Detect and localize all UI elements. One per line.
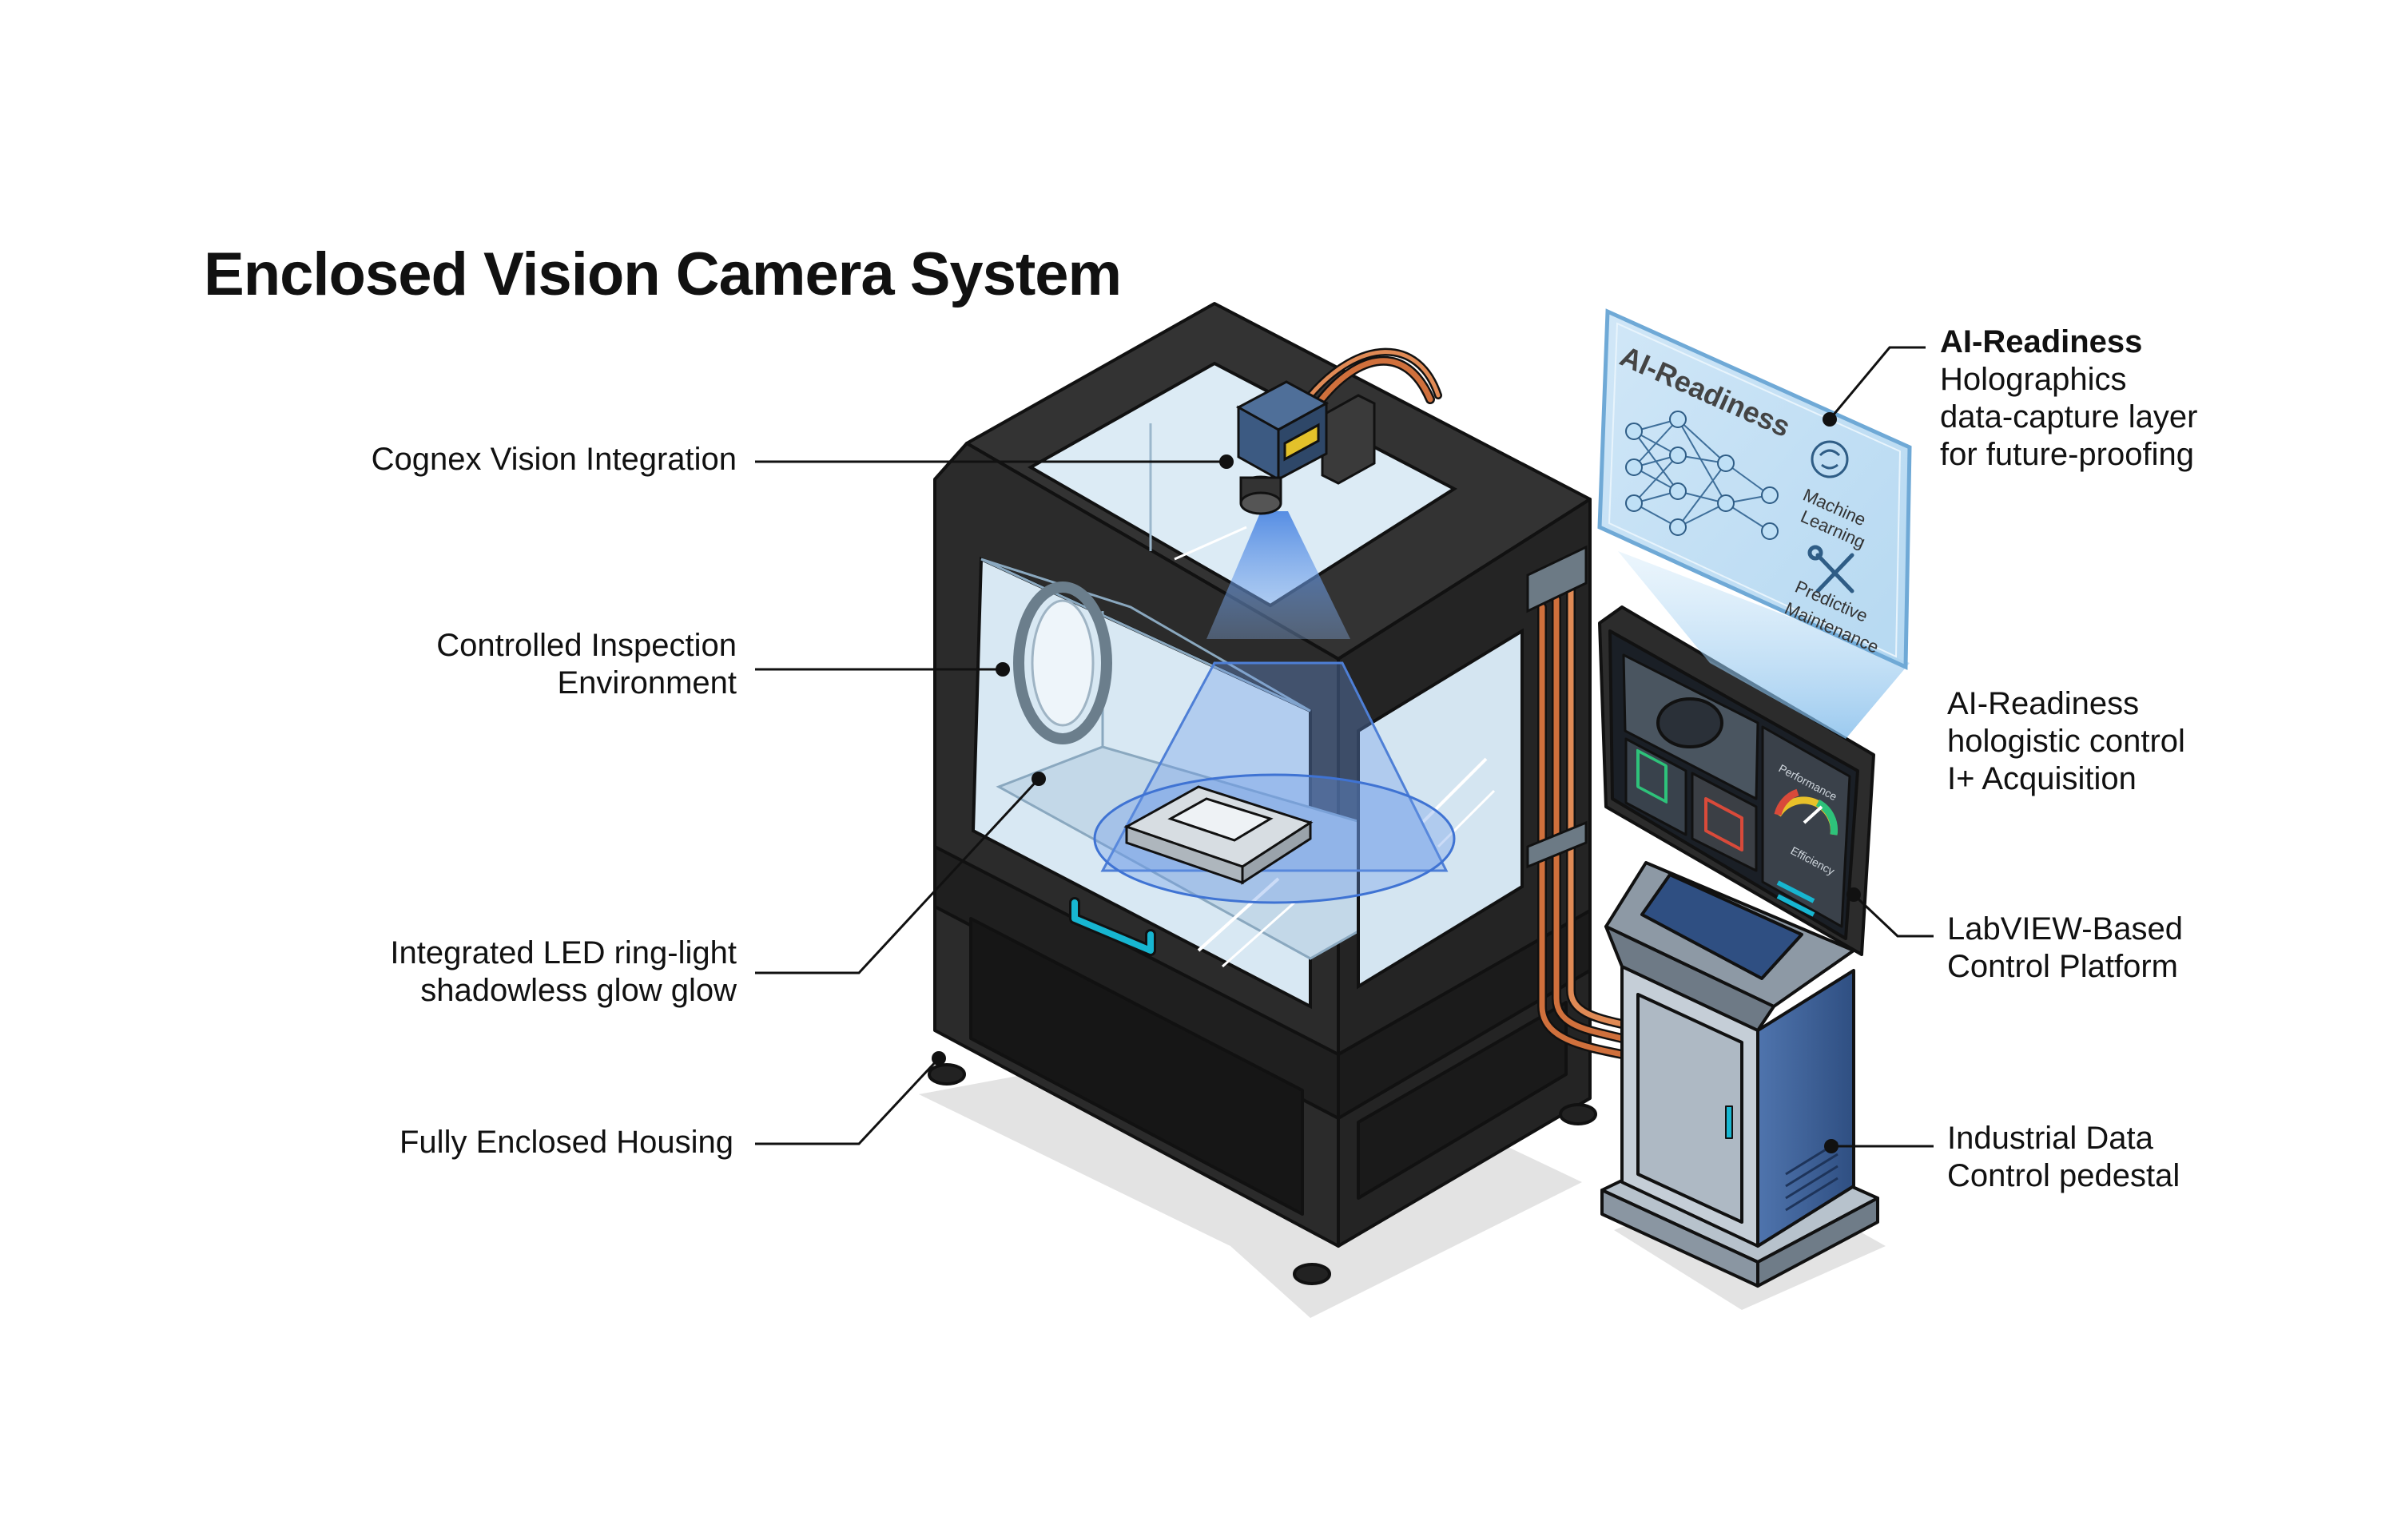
callout-inspection-env: Controlled Inspection Environment — [436, 627, 737, 702]
callout-housing-line1: Fully Enclosed Housing — [400, 1125, 733, 1160]
cables — [1306, 347, 1627, 1059]
callout-ai-control-line1: AI-Readiness — [1947, 686, 2140, 721]
callout-led-ring-line2: shadowless glow glow — [420, 973, 737, 1008]
callout-led-ring: Integrated LED ring-light shadowless glo… — [390, 935, 737, 1010]
callout-led-ring-line1: Integrated LED ring-light — [390, 935, 737, 970]
callout-ai-readiness: AI-Readiness Holographics data-capture l… — [1940, 323, 2197, 474]
callout-ai-readiness-title: AI-Readiness — [1940, 324, 2143, 359]
callout-labview: LabVIEW-Based Control Platform — [1947, 911, 2183, 986]
cable-clamp — [1526, 545, 1588, 869]
callout-ai-control-line2: hologistic control — [1947, 724, 2185, 759]
leader-dots — [932, 412, 1861, 1153]
callout-pedestal-line1: Industrial Data — [1947, 1121, 2153, 1156]
callout-labview-line2: Control Platform — [1947, 949, 2178, 984]
base-band-right — [1337, 909, 1592, 1120]
callout-pedestal: Industrial Data Control pedestal — [1947, 1120, 2180, 1195]
foot-1 — [928, 1063, 966, 1086]
callout-ai-readiness-line3: for future-proofing — [1940, 437, 2194, 472]
hologram-panel — [1597, 308, 1912, 670]
foot-3 — [1559, 1103, 1597, 1125]
pedestal-door — [1636, 993, 1743, 1224]
foot-2 — [1293, 1263, 1331, 1285]
page-title: Enclosed Vision Camera System — [204, 240, 1122, 308]
callout-ai-readiness-line2: data-capture layer — [1940, 399, 2198, 435]
ring-light — [1013, 581, 1112, 744]
leader-lines — [755, 346, 1934, 1148]
callout-housing: Fully Enclosed Housing — [400, 1124, 733, 1161]
inspected-part — [1123, 785, 1314, 885]
pedestal — [1600, 861, 1879, 1288]
right-window — [1357, 628, 1524, 990]
cabinet-lower — [969, 917, 1304, 1216]
keypad-panel — [1640, 873, 1803, 980]
callout-ai-readiness-line1: Holographics — [1940, 362, 2127, 397]
tools-icon — [1807, 545, 1854, 593]
callout-cognex-line1: Cognex Vision Integration — [371, 442, 737, 477]
callout-ai-control-line3: I+ Acquisition — [1947, 761, 2137, 796]
callout-ai-control: AI-Readiness hologistic control I+ Acqui… — [1947, 685, 2185, 798]
callout-pedestal-line2: Control pedestal — [1947, 1158, 2180, 1193]
camera — [1235, 380, 1376, 515]
drawer-handle — [1069, 897, 1156, 956]
callout-cognex: Cognex Vision Integration — [372, 441, 737, 478]
monitor — [1598, 605, 1875, 956]
projection-beam — [1618, 551, 1910, 739]
callout-labview-line1: LabVIEW-Based — [1947, 911, 2183, 947]
callout-inspection-env-line2: Environment — [557, 665, 737, 701]
callout-inspection-env-line1: Controlled Inspection — [436, 628, 737, 663]
brain-icon — [1811, 440, 1849, 478]
